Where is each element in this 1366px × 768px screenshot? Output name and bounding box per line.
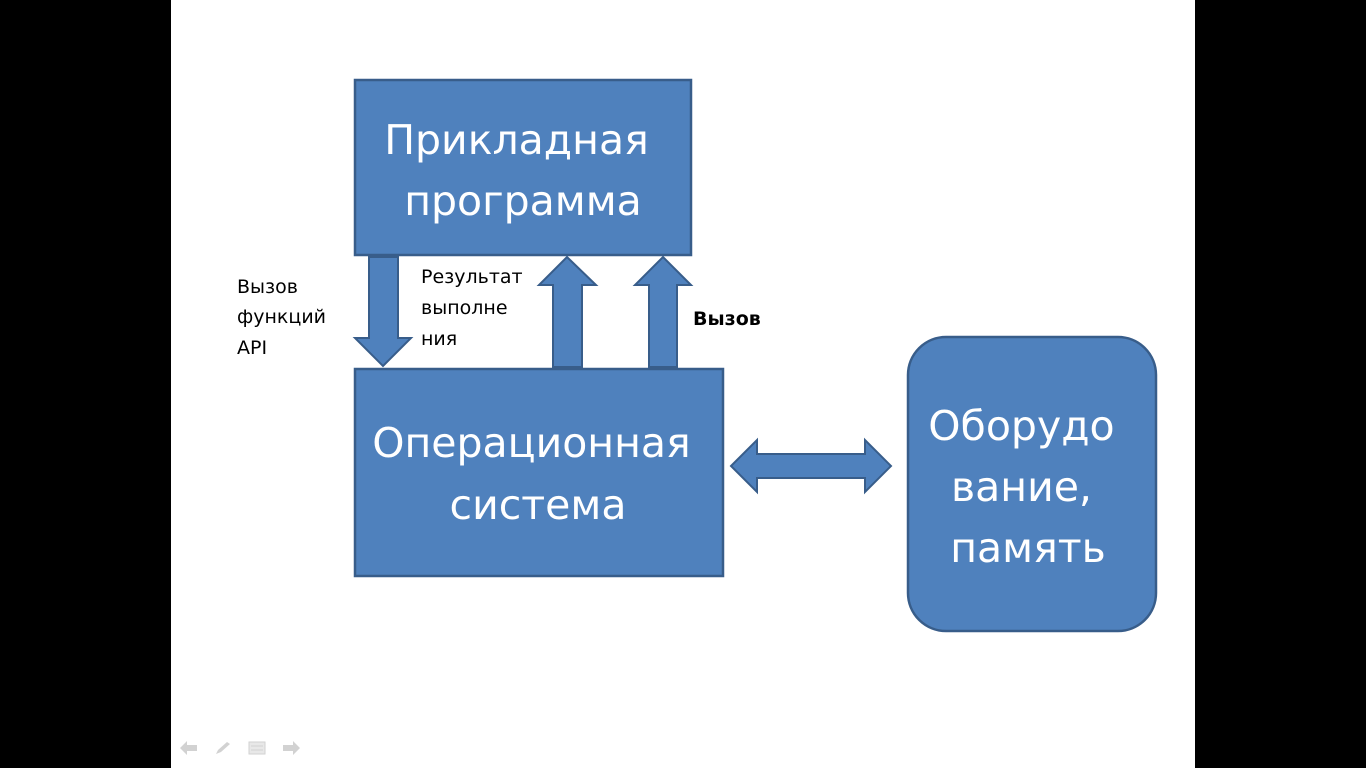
app-box-line: программа	[404, 177, 642, 225]
hw-box-line: память	[950, 524, 1106, 572]
label-call: Вызов	[693, 308, 761, 330]
arrow-double-os-hw	[729, 437, 893, 495]
hw-box-line: Оборудо	[928, 402, 1114, 450]
slide: Прикладная программа Операционная систем…	[171, 0, 1195, 768]
label-result: Результат выполне ния	[421, 266, 529, 350]
label-result-line: ния	[421, 328, 457, 350]
os-box-line: Операционная	[372, 419, 691, 467]
arrow-up-result	[536, 255, 599, 368]
arrow-up-call	[632, 255, 694, 368]
label-result-line: выполне	[421, 297, 508, 319]
os-box	[353, 367, 725, 578]
menu-icon[interactable]	[247, 738, 267, 758]
hw-box-line: вание,	[951, 463, 1092, 511]
pen-icon[interactable]	[213, 738, 233, 758]
hw-box-text: Оборудо вание, память	[928, 402, 1127, 572]
app-box	[353, 78, 693, 257]
os-box-line: система	[450, 481, 627, 529]
os-box-text: Операционная система	[372, 419, 704, 529]
app-box-text: Прикладная программа	[384, 116, 662, 225]
hw-box	[906, 335, 1158, 633]
label-api-call-line: Вызов	[237, 276, 298, 298]
arrow-down-api-call	[352, 256, 414, 368]
slideshow-nav	[179, 738, 301, 758]
label-api-call: Вызов функций API	[237, 276, 332, 359]
label-call-line: Вызов	[693, 308, 761, 330]
arrow-left-icon[interactable]	[179, 738, 199, 758]
arrow-right-icon[interactable]	[281, 738, 301, 758]
label-api-call-line: API	[237, 337, 267, 359]
app-box-line: Прикладная	[384, 116, 649, 164]
label-api-call-line: функций	[237, 306, 326, 328]
diagram: Прикладная программа Операционная систем…	[237, 78, 1158, 633]
label-result-line: Результат	[421, 266, 523, 288]
